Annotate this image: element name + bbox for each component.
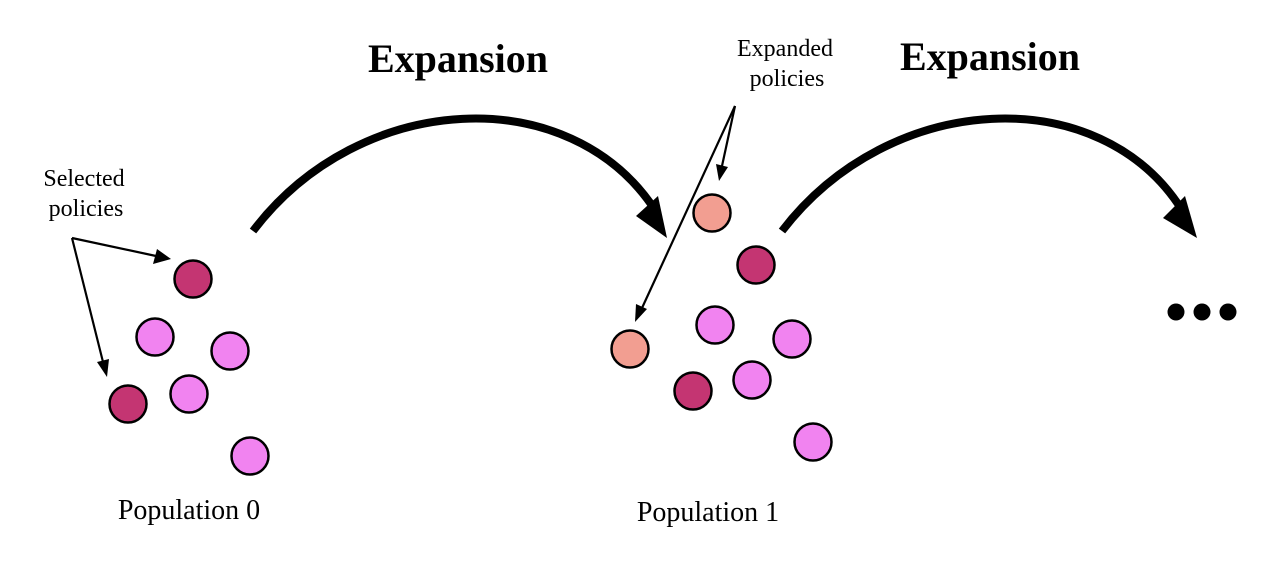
expanded-pointer-arrowhead-b [635, 304, 647, 322]
selected-policy-dot [673, 371, 713, 411]
selected-policies-label-line2: policies [49, 196, 124, 222]
policy-dot [772, 319, 812, 359]
selected-pointer-line-a [71, 236, 157, 258]
population-0-cluster [108, 259, 270, 476]
policy-dot [135, 317, 175, 357]
expansion-arc-2-arrowhead [1163, 196, 1197, 238]
selected-pointer-arrowhead-b [97, 359, 109, 377]
expanded-pointer-line-b [641, 105, 736, 309]
selected-policy-dot [736, 245, 776, 285]
expansion-heading-1: Expansion [368, 36, 548, 81]
population-1-label: Population 1 [637, 497, 779, 528]
policy-dot [793, 422, 833, 462]
policy-dot [169, 374, 209, 414]
ellipsis-dot [1193, 303, 1211, 321]
selected-pointer-arrowhead-a [153, 249, 171, 264]
expanded-pointer-arrowhead-a [716, 164, 728, 181]
expanded-policy-dot [692, 193, 732, 233]
population-1-cluster [610, 193, 833, 462]
expansion-arc-1 [249, 114, 659, 234]
policy-dot [695, 305, 735, 345]
expanded-pointer-line-a [720, 105, 737, 167]
policy-dot [210, 331, 250, 371]
selected-policy-dot [108, 384, 148, 424]
selected-policy-dot [173, 259, 213, 299]
continuation-ellipsis [1167, 303, 1237, 321]
population-0-label: Population 0 [118, 495, 260, 526]
selected-pointer-line-b [70, 237, 105, 363]
expanded-policies-label-line1: Expanded [737, 36, 833, 62]
ellipsis-dot [1167, 303, 1185, 321]
expanded-policy-dot [610, 329, 650, 369]
ellipsis-dot [1219, 303, 1237, 321]
policy-dot [732, 360, 772, 400]
expansion-arc-1-arrowhead [636, 196, 667, 238]
selected-policies-label-line1: Selected [43, 166, 124, 192]
expanded-policies-label-line2: policies [750, 66, 825, 92]
policy-dot [230, 436, 270, 476]
expansion-arc-2 [778, 114, 1186, 234]
expansion-heading-2: Expansion [900, 34, 1080, 79]
